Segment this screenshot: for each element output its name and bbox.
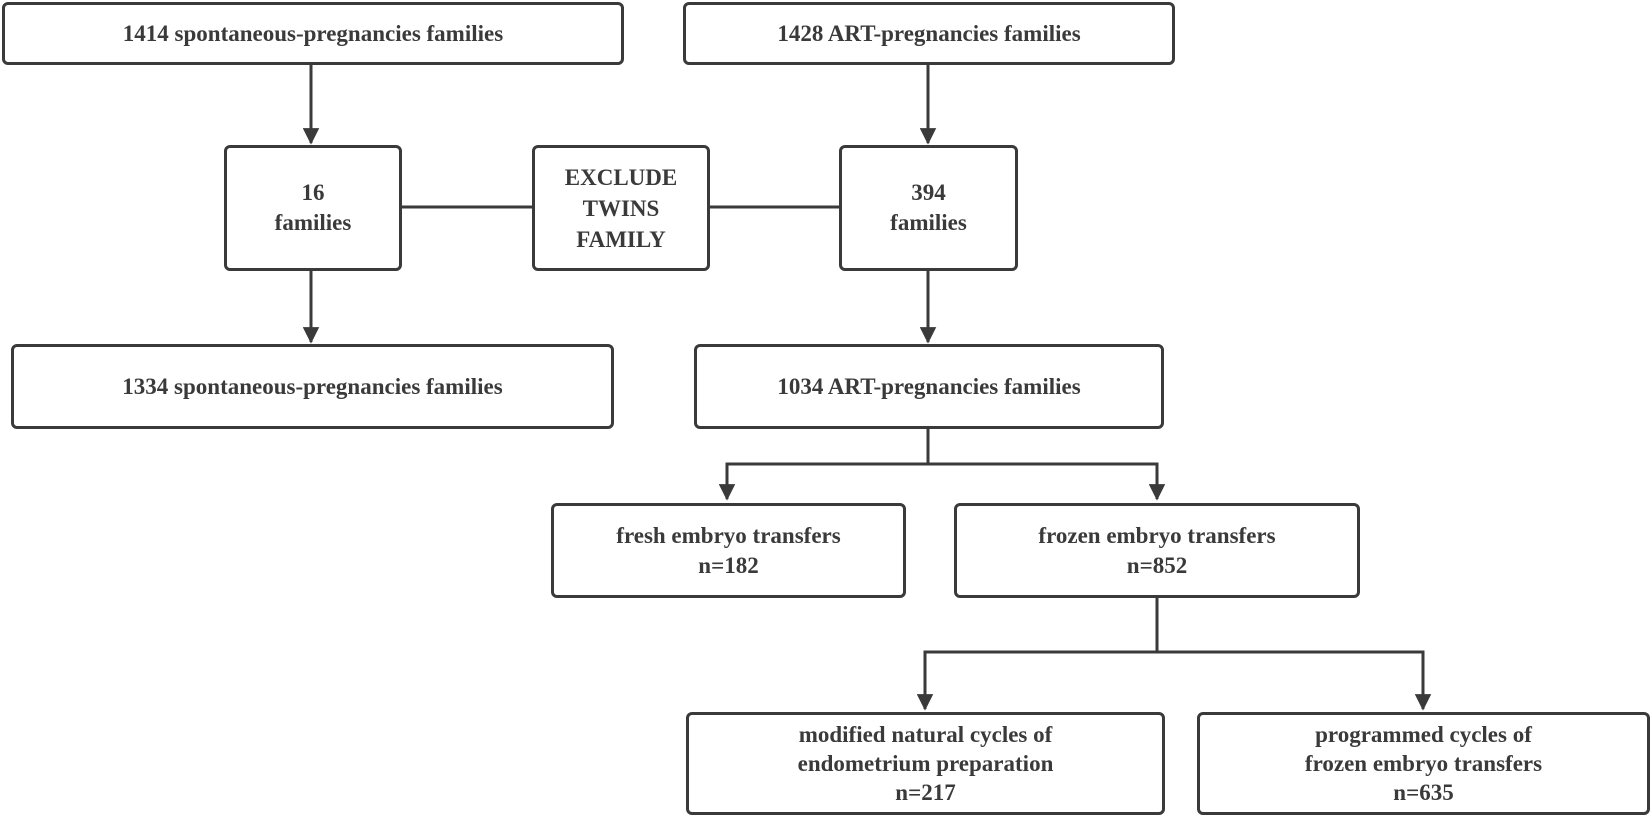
exclude-twins-box: EXCLUDE TWINS FAMILY — [532, 145, 710, 271]
fresh-transfers-count: n=182 — [698, 552, 759, 578]
spontaneous-twins-label: families — [274, 210, 352, 235]
art-twins-label: families — [890, 210, 967, 235]
programmed-cycles-line-2: frozen embryo transfers — [1304, 751, 1543, 776]
exclude-line-1: EXCLUDE — [564, 164, 678, 190]
frozen-transfers-label: frozen embryo transfers — [1038, 522, 1276, 548]
modified-cycles-box: modified natural cycles of endometrium p… — [686, 712, 1165, 815]
modified-cycles-line-1: modified natural cycles of — [798, 722, 1053, 747]
branch-art-final-to-transfers — [718, 428, 930, 501]
modified-cycles-line-2: endometrium preparation — [797, 751, 1054, 776]
spontaneous-final-line: 1334 spontaneous-pregnancies families — [122, 373, 503, 399]
art-final-line: 1034 ART-pregnancies families — [777, 373, 1081, 399]
frozen-transfers-box: frozen embryo transfers n=852 — [954, 503, 1360, 598]
spontaneous-start-line: 1414 spontaneous-pregnancies families — [122, 20, 504, 46]
spontaneous-final-box: 1334 spontaneous-pregnancies families — [11, 344, 614, 429]
programmed-cycles-box: programmed cycles of frozen embryo trans… — [1197, 712, 1650, 815]
modified-cycles-count: n=217 — [895, 780, 956, 805]
frozen-transfers-count: n=852 — [1126, 552, 1188, 578]
art-start-line: 1428 ART-pregnancies families — [777, 20, 1081, 46]
branch-art-final-to-frozen — [928, 462, 1166, 501]
spontaneous-start-box: 1414 spontaneous-pregnancies families — [2, 2, 624, 65]
exclude-line-3: FAMILY — [576, 226, 666, 252]
art-start-box: 1428 ART-pregnancies families — [683, 2, 1175, 65]
spontaneous-twins-count: 16 — [301, 180, 325, 205]
art-twins-count: 394 — [911, 180, 946, 205]
branch-frozen-to-programmed — [1157, 650, 1432, 711]
spontaneous-twins-box: 16 families — [224, 145, 402, 271]
art-final-box: 1034 ART-pregnancies families — [694, 344, 1164, 429]
programmed-cycles-count: n=635 — [1393, 780, 1454, 805]
fresh-transfers-box: fresh embryo transfers n=182 — [551, 503, 906, 598]
fresh-transfers-label: fresh embryo transfers — [616, 522, 841, 548]
programmed-cycles-line-1: programmed cycles of — [1315, 722, 1532, 747]
art-twins-box: 394 families — [839, 145, 1018, 271]
branch-frozen-to-modified — [916, 597, 1159, 711]
exclude-line-2: TWINS — [582, 195, 660, 221]
